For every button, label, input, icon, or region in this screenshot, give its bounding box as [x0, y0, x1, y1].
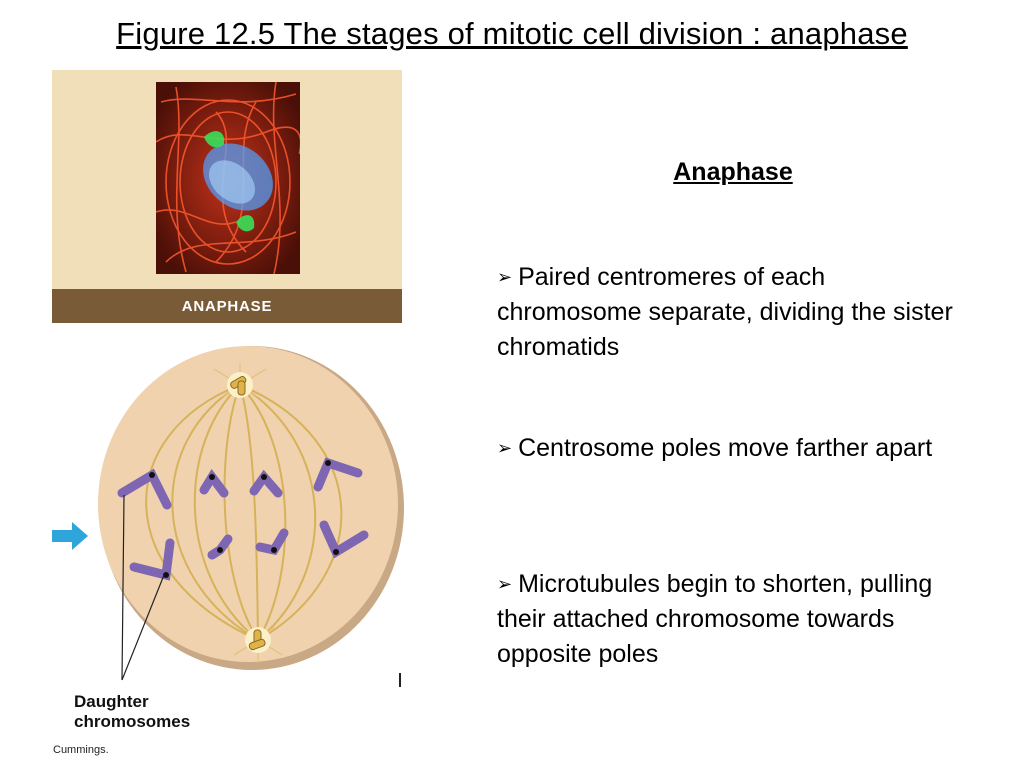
bullet-arrow-icon: ➢	[497, 438, 513, 458]
anaphase-cell-diagram	[52, 346, 404, 687]
daughter-chromosomes-label: Daughter chromosomes	[74, 692, 190, 732]
cell-body	[98, 346, 398, 662]
spindle-fibers	[145, 384, 343, 641]
centrosome-bottom	[245, 627, 271, 653]
slide-title: Figure 12.5 The stages of mitotic cell d…	[116, 16, 908, 51]
daughter-label-line1: Daughter chromosomes	[74, 692, 191, 731]
anaphase-micrograph	[156, 82, 300, 274]
anaphase-heading: Anaphase	[673, 158, 793, 186]
figure-credit: Cummings.	[53, 744, 109, 756]
bullet-text: Paired centromeres of each chromosome se…	[497, 263, 953, 361]
bullet-centrosome-poles: ➢Centrosome poles move farther apart	[497, 431, 967, 466]
bullet-microtubules: ➢Microtubules begin to shorten, pulling …	[497, 567, 967, 672]
label-pointer-lines	[121, 494, 165, 681]
centrosome-top	[227, 372, 253, 398]
bullet-text: Centrosome poles move farther apart	[518, 434, 933, 462]
micrograph-stage-label: ANAPHASE	[52, 289, 402, 323]
bullet-arrow-icon: ➢	[497, 267, 513, 287]
indicator-arrow-icon	[52, 522, 88, 550]
bullet-arrow-icon: ➢	[497, 574, 513, 594]
bullet-centromeres: ➢Paired centromeres of each chromosome s…	[497, 260, 967, 365]
micrograph-panel: ANAPHASE	[52, 70, 402, 323]
bullet-text: Microtubules begin to shorten, pulling t…	[497, 570, 933, 668]
